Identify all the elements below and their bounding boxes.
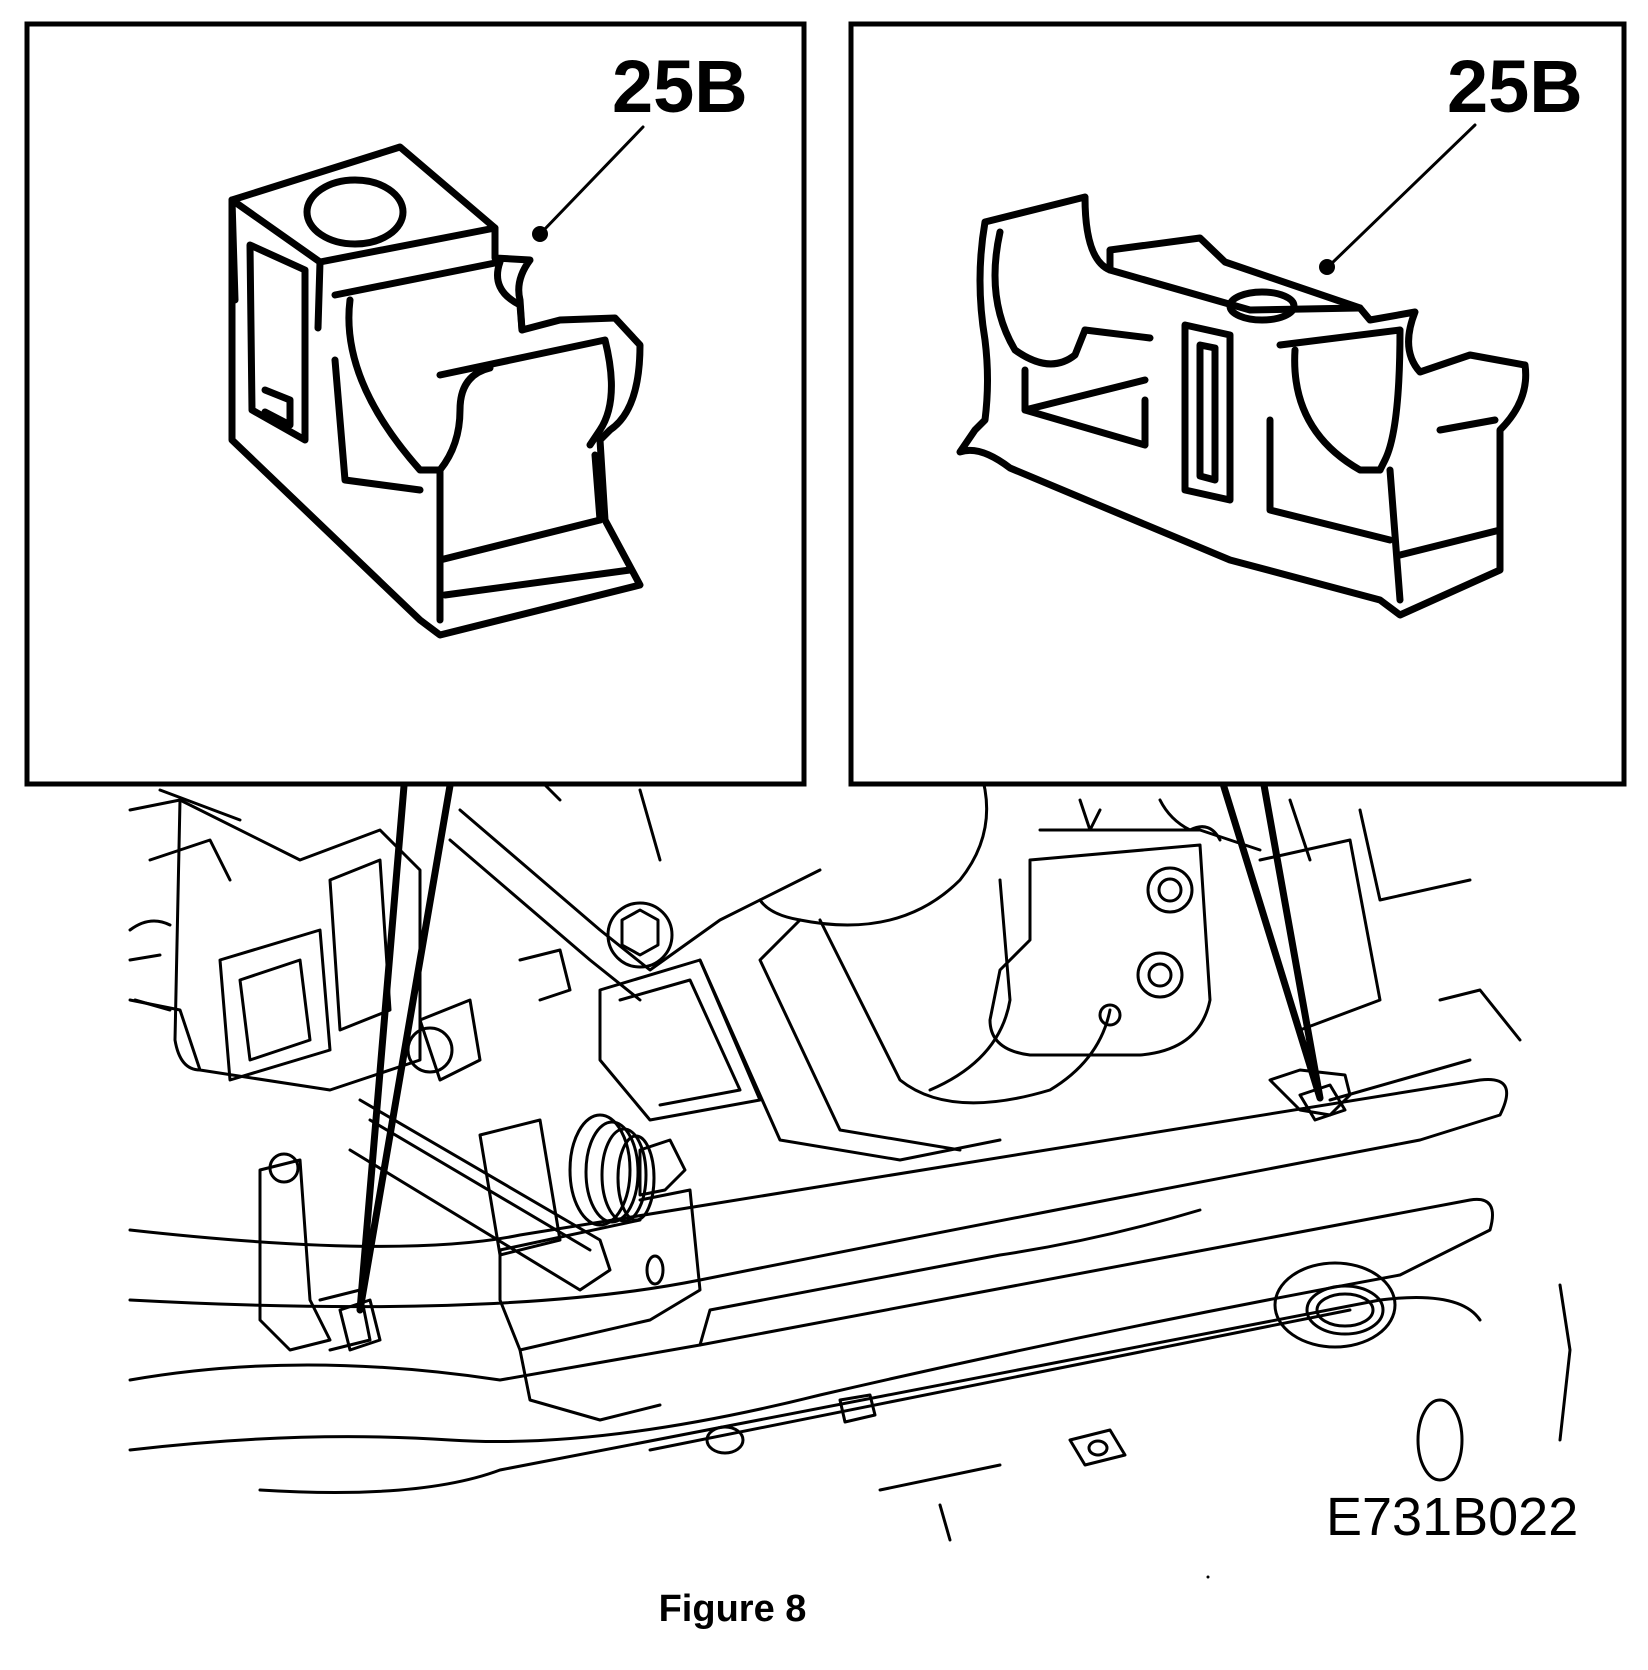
left-tool-block-illustration bbox=[228, 143, 644, 639]
engine-subframe-illustration bbox=[128, 768, 1572, 1542]
figure-reference-code: E731B022 bbox=[1326, 1487, 1578, 1547]
right-inset-part-label: 25B bbox=[1447, 45, 1583, 128]
left-inset-leader-line bbox=[540, 125, 645, 234]
right-inset-leader-dot bbox=[1319, 259, 1335, 275]
right-inset-leader-line bbox=[1328, 123, 1477, 267]
figure-caption: Figure 8 bbox=[658, 1588, 807, 1630]
callout-leader-lines bbox=[338, 770, 1347, 1352]
right-tool-block-illustration bbox=[956, 193, 1530, 619]
left-inset: 25B bbox=[24, 21, 807, 787]
left-inset-leader-dot bbox=[532, 226, 548, 242]
right-inset: 25B bbox=[848, 21, 1627, 787]
stray-dot bbox=[1206, 1575, 1210, 1579]
left-inset-part-label: 25B bbox=[612, 45, 748, 128]
